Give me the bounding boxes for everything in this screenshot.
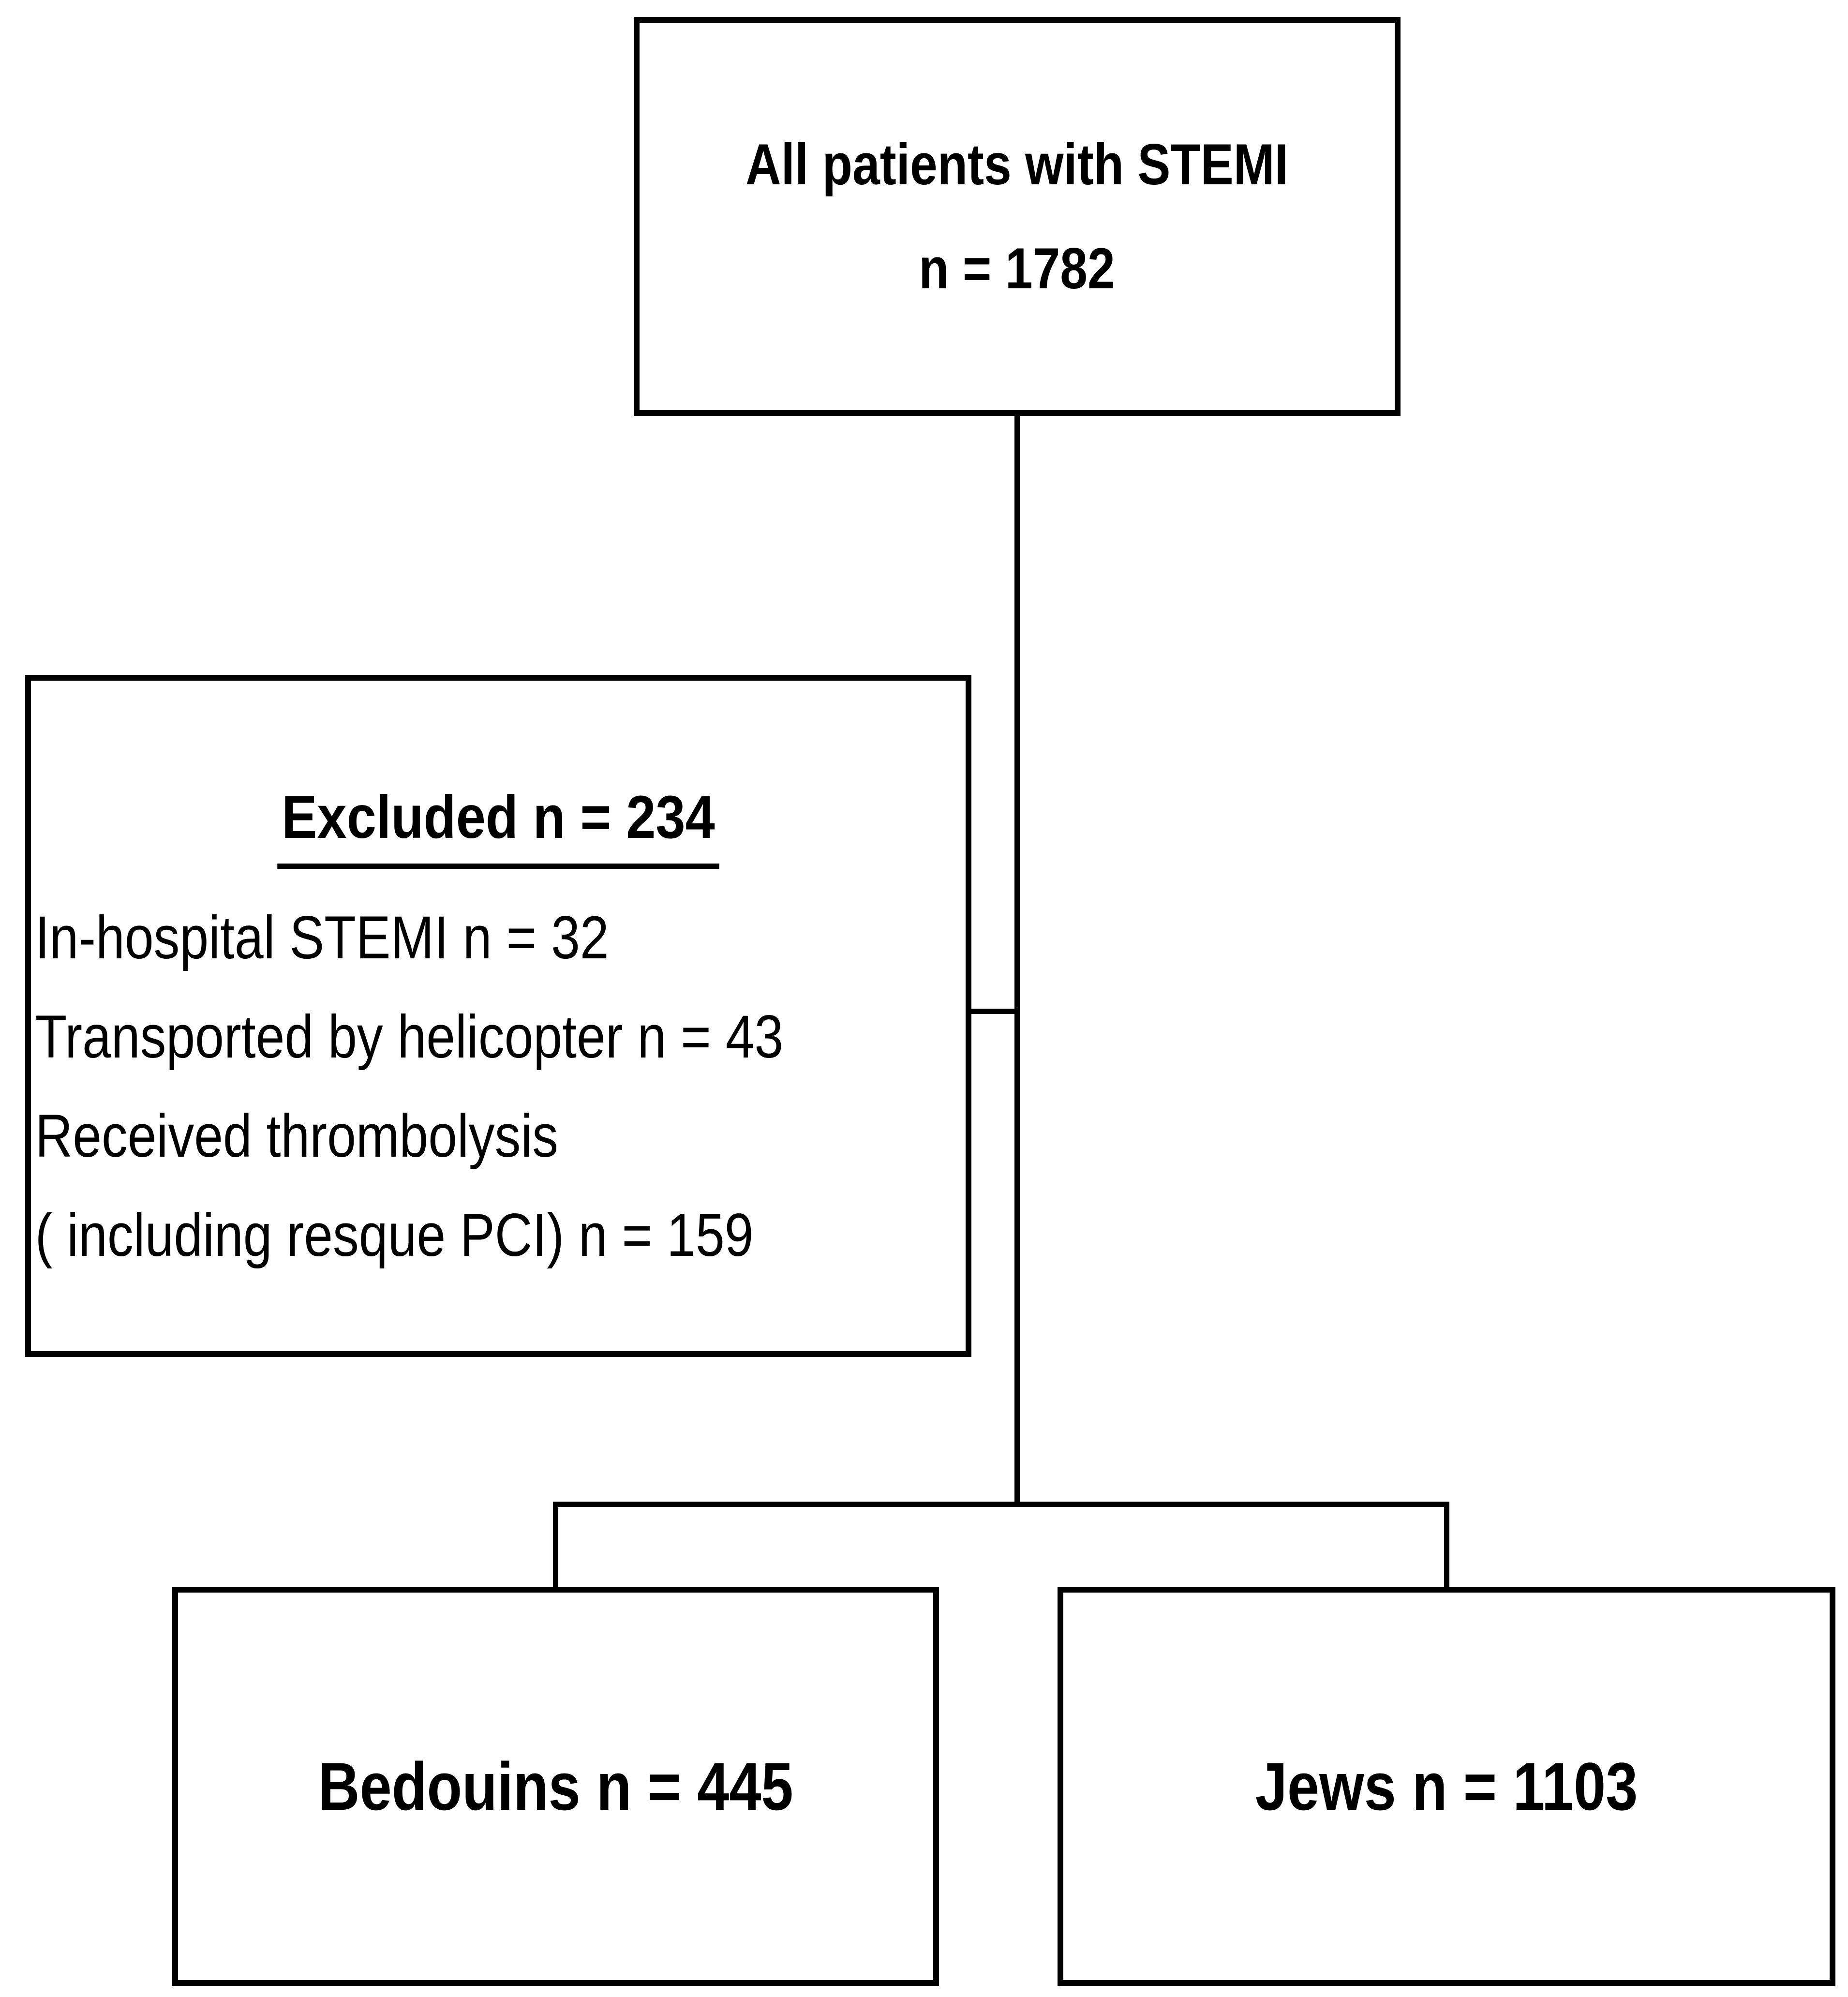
excluded-item-thrombolysis: Received thrombolysis xyxy=(35,1103,559,1170)
connector-excluded-stub xyxy=(968,1009,1018,1014)
connector-stub-bedouins xyxy=(553,1502,558,1590)
bedouins-box: Bedouins n = 445 xyxy=(172,1587,939,1986)
excluded-item-in-hospital: In-hospital STEMI n = 32 xyxy=(35,904,609,971)
bedouins-label: Bedouins n = 445 xyxy=(318,1748,793,1824)
excluded-item-helicopter: Transported by helicopter n = 43 xyxy=(35,1003,784,1071)
connector-vertical-main xyxy=(1014,415,1020,1505)
excluded-item-rescue-pci: ( including resque PCI) n = 159 xyxy=(35,1202,754,1269)
all-patients-title: All patients with STEMI xyxy=(745,132,1289,197)
connector-branch-horizontal xyxy=(553,1502,1449,1507)
all-patients-count: n = 1782 xyxy=(919,236,1116,301)
jews-label: Jews n = 1103 xyxy=(1255,1748,1638,1824)
excluded-items: In-hospital STEMI n = 32 Transported by … xyxy=(31,888,835,1285)
excluded-title: Excluded n = 234 xyxy=(31,780,966,869)
all-patients-text: All patients with STEMI n = 1782 xyxy=(745,113,1288,321)
jews-box: Jews n = 1103 xyxy=(1058,1587,1835,1986)
connector-stub-jews xyxy=(1444,1502,1449,1590)
all-patients-box: All patients with STEMI n = 1782 xyxy=(634,17,1401,416)
excluded-title-text: Excluded n = 234 xyxy=(277,780,719,869)
excluded-box: Excluded n = 234 In-hospital STEMI n = 3… xyxy=(25,675,971,1357)
